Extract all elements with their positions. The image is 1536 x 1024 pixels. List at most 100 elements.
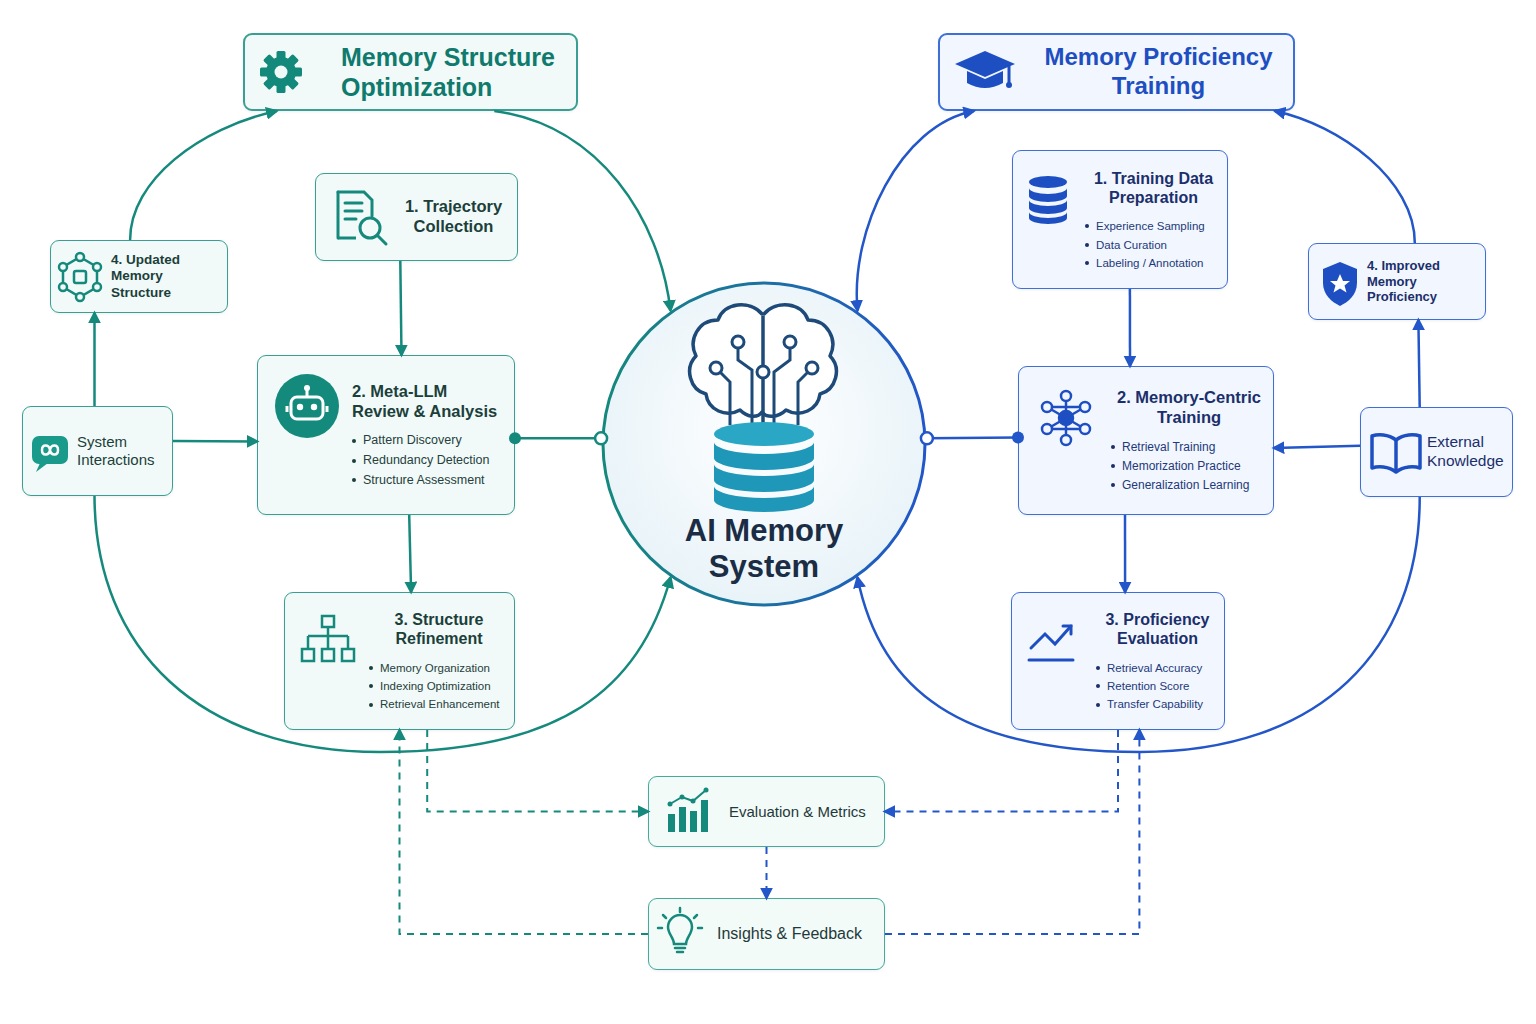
network-icon (1042, 391, 1090, 445)
dashed-connector (427, 730, 648, 812)
bullet-row: Transfer Capability (1096, 697, 1219, 711)
bullet-row: Retrieval Enhancement (369, 697, 509, 711)
circle-text-wrap: AI Memory System (601, 513, 927, 584)
bullet-row: Structure Assessment (352, 473, 508, 489)
document-search-icon (338, 192, 386, 244)
brain-database-icon (690, 305, 837, 512)
connector (1129, 289, 1132, 366)
connector (515, 437, 601, 440)
bullet-dot (1096, 703, 1100, 707)
process-box: 4. Improved Memory Proficiency (1308, 243, 1486, 320)
connector (93, 313, 96, 406)
circle-shape (603, 283, 925, 605)
connector (858, 497, 1420, 752)
box-heading: Insights & Feedback (717, 924, 878, 943)
process-box: 2. Memory-Centric TrainingRetrieval Trai… (1018, 366, 1274, 515)
box-heading: 2. Meta-LLM Review & Analysis (352, 382, 508, 422)
bullet-text: Memory Organization (380, 661, 490, 675)
bullet-dot (1085, 243, 1089, 247)
network-icon (59, 253, 101, 301)
bullet-text: Experience Sampling (1096, 219, 1205, 233)
bullet-text: Structure Assessment (363, 473, 485, 489)
process-box: 3. Proficiency EvaluationRetrieval Accur… (1011, 592, 1225, 730)
input-box: System Interactions (22, 406, 173, 496)
connector (494, 111, 670, 311)
bullet-text: Generalization Learning (1122, 478, 1249, 493)
bullet-row: Labeling / Annotation (1085, 256, 1222, 270)
bullet-text: Retrieval Enhancement (380, 697, 500, 711)
gear-icon (260, 51, 302, 93)
box-heading: 3. Proficiency Evaluation (1096, 610, 1219, 648)
box-heading: 2. Memory-Centric Training (1111, 388, 1267, 428)
bullet-dot (1096, 666, 1100, 670)
bullet-dot (1096, 684, 1100, 688)
connector (95, 496, 671, 752)
bullet-row: Memory Organization (369, 661, 509, 675)
connector (1275, 111, 1415, 243)
bullet-dot (1085, 261, 1089, 265)
process-box: 1. Training Data PreparationExperience S… (1012, 150, 1228, 289)
input-box: External Knowledge (1360, 407, 1513, 497)
connector (857, 111, 974, 311)
robot-icon (275, 374, 339, 438)
box-heading: System Interactions (77, 433, 168, 469)
connector (1418, 320, 1419, 407)
bullet-text: Indexing Optimization (380, 679, 491, 693)
metrics-box: Evaluation & Metrics (648, 776, 885, 847)
bullet-text: Pattern Discovery (363, 433, 462, 449)
lightbulb-icon (658, 908, 702, 952)
bullet-row: Memorization Practice (1111, 459, 1267, 474)
bullet-dot (1111, 483, 1115, 487)
bullet-row: Redundancy Detection (352, 453, 508, 469)
box-heading: Memory Proficiency Training (1030, 43, 1287, 101)
connector (927, 436, 1018, 439)
bullet-row: Pattern Discovery (352, 433, 508, 449)
section-header: Memory Proficiency Training (938, 33, 1295, 111)
bullet-row: Retention Score (1096, 679, 1219, 693)
bullet-dot (369, 703, 373, 707)
bullet-text: Retrieval Accuracy (1107, 661, 1202, 675)
bullet-text: Retention Score (1107, 679, 1189, 693)
process-box: 3. Structure RefinementMemory Organizati… (284, 592, 515, 730)
book-icon (1372, 435, 1420, 472)
hierarchy-icon (302, 616, 354, 661)
dashed-connector (766, 847, 768, 898)
process-box: 1. Trajectory Collection (315, 173, 518, 261)
box-heading: 1. Training Data Preparation (1085, 169, 1222, 207)
database-icon (1029, 176, 1067, 224)
bullet-dot (1085, 224, 1089, 228)
bullet-dot (369, 666, 373, 670)
box-heading: 3. Structure Refinement (369, 610, 509, 648)
box-heading: Memory Structure Optimization (341, 42, 568, 102)
connector (1274, 446, 1360, 448)
dashed-connector (885, 730, 1139, 934)
box-heading: 4. Improved Memory Proficiency (1367, 258, 1481, 305)
bullet-row: Data Curation (1085, 238, 1222, 252)
bullet-dot (352, 439, 356, 443)
circle-label: AI Memory System (667, 513, 861, 584)
bullet-dot (1111, 464, 1115, 468)
bullet-text: Labeling / Annotation (1096, 256, 1203, 270)
connector (173, 440, 257, 443)
memory-core-circle: AI Memory System (601, 281, 927, 607)
dashed-connector (400, 730, 649, 934)
bullet-row: Experience Sampling (1085, 219, 1222, 233)
line-chart-icon (1029, 626, 1073, 660)
bullet-text: Memorization Practice (1122, 459, 1241, 474)
connector (400, 261, 401, 355)
box-heading: Evaluation & Metrics (729, 803, 880, 821)
graduation-cap-icon (955, 51, 1015, 88)
bullet-text: Redundancy Detection (363, 453, 489, 469)
process-box: 2. Meta-LLM Review & AnalysisPattern Dis… (257, 355, 515, 515)
connector (130, 111, 276, 240)
dashed-connector (885, 730, 1118, 812)
box-heading: 1. Trajectory Collection (396, 197, 511, 237)
bullet-dot (369, 684, 373, 688)
connector (409, 515, 411, 592)
bullet-dot (1111, 445, 1115, 449)
box-heading: External Knowledge (1427, 433, 1508, 470)
bullet-dot (352, 459, 356, 463)
bullet-row: Indexing Optimization (369, 679, 509, 693)
